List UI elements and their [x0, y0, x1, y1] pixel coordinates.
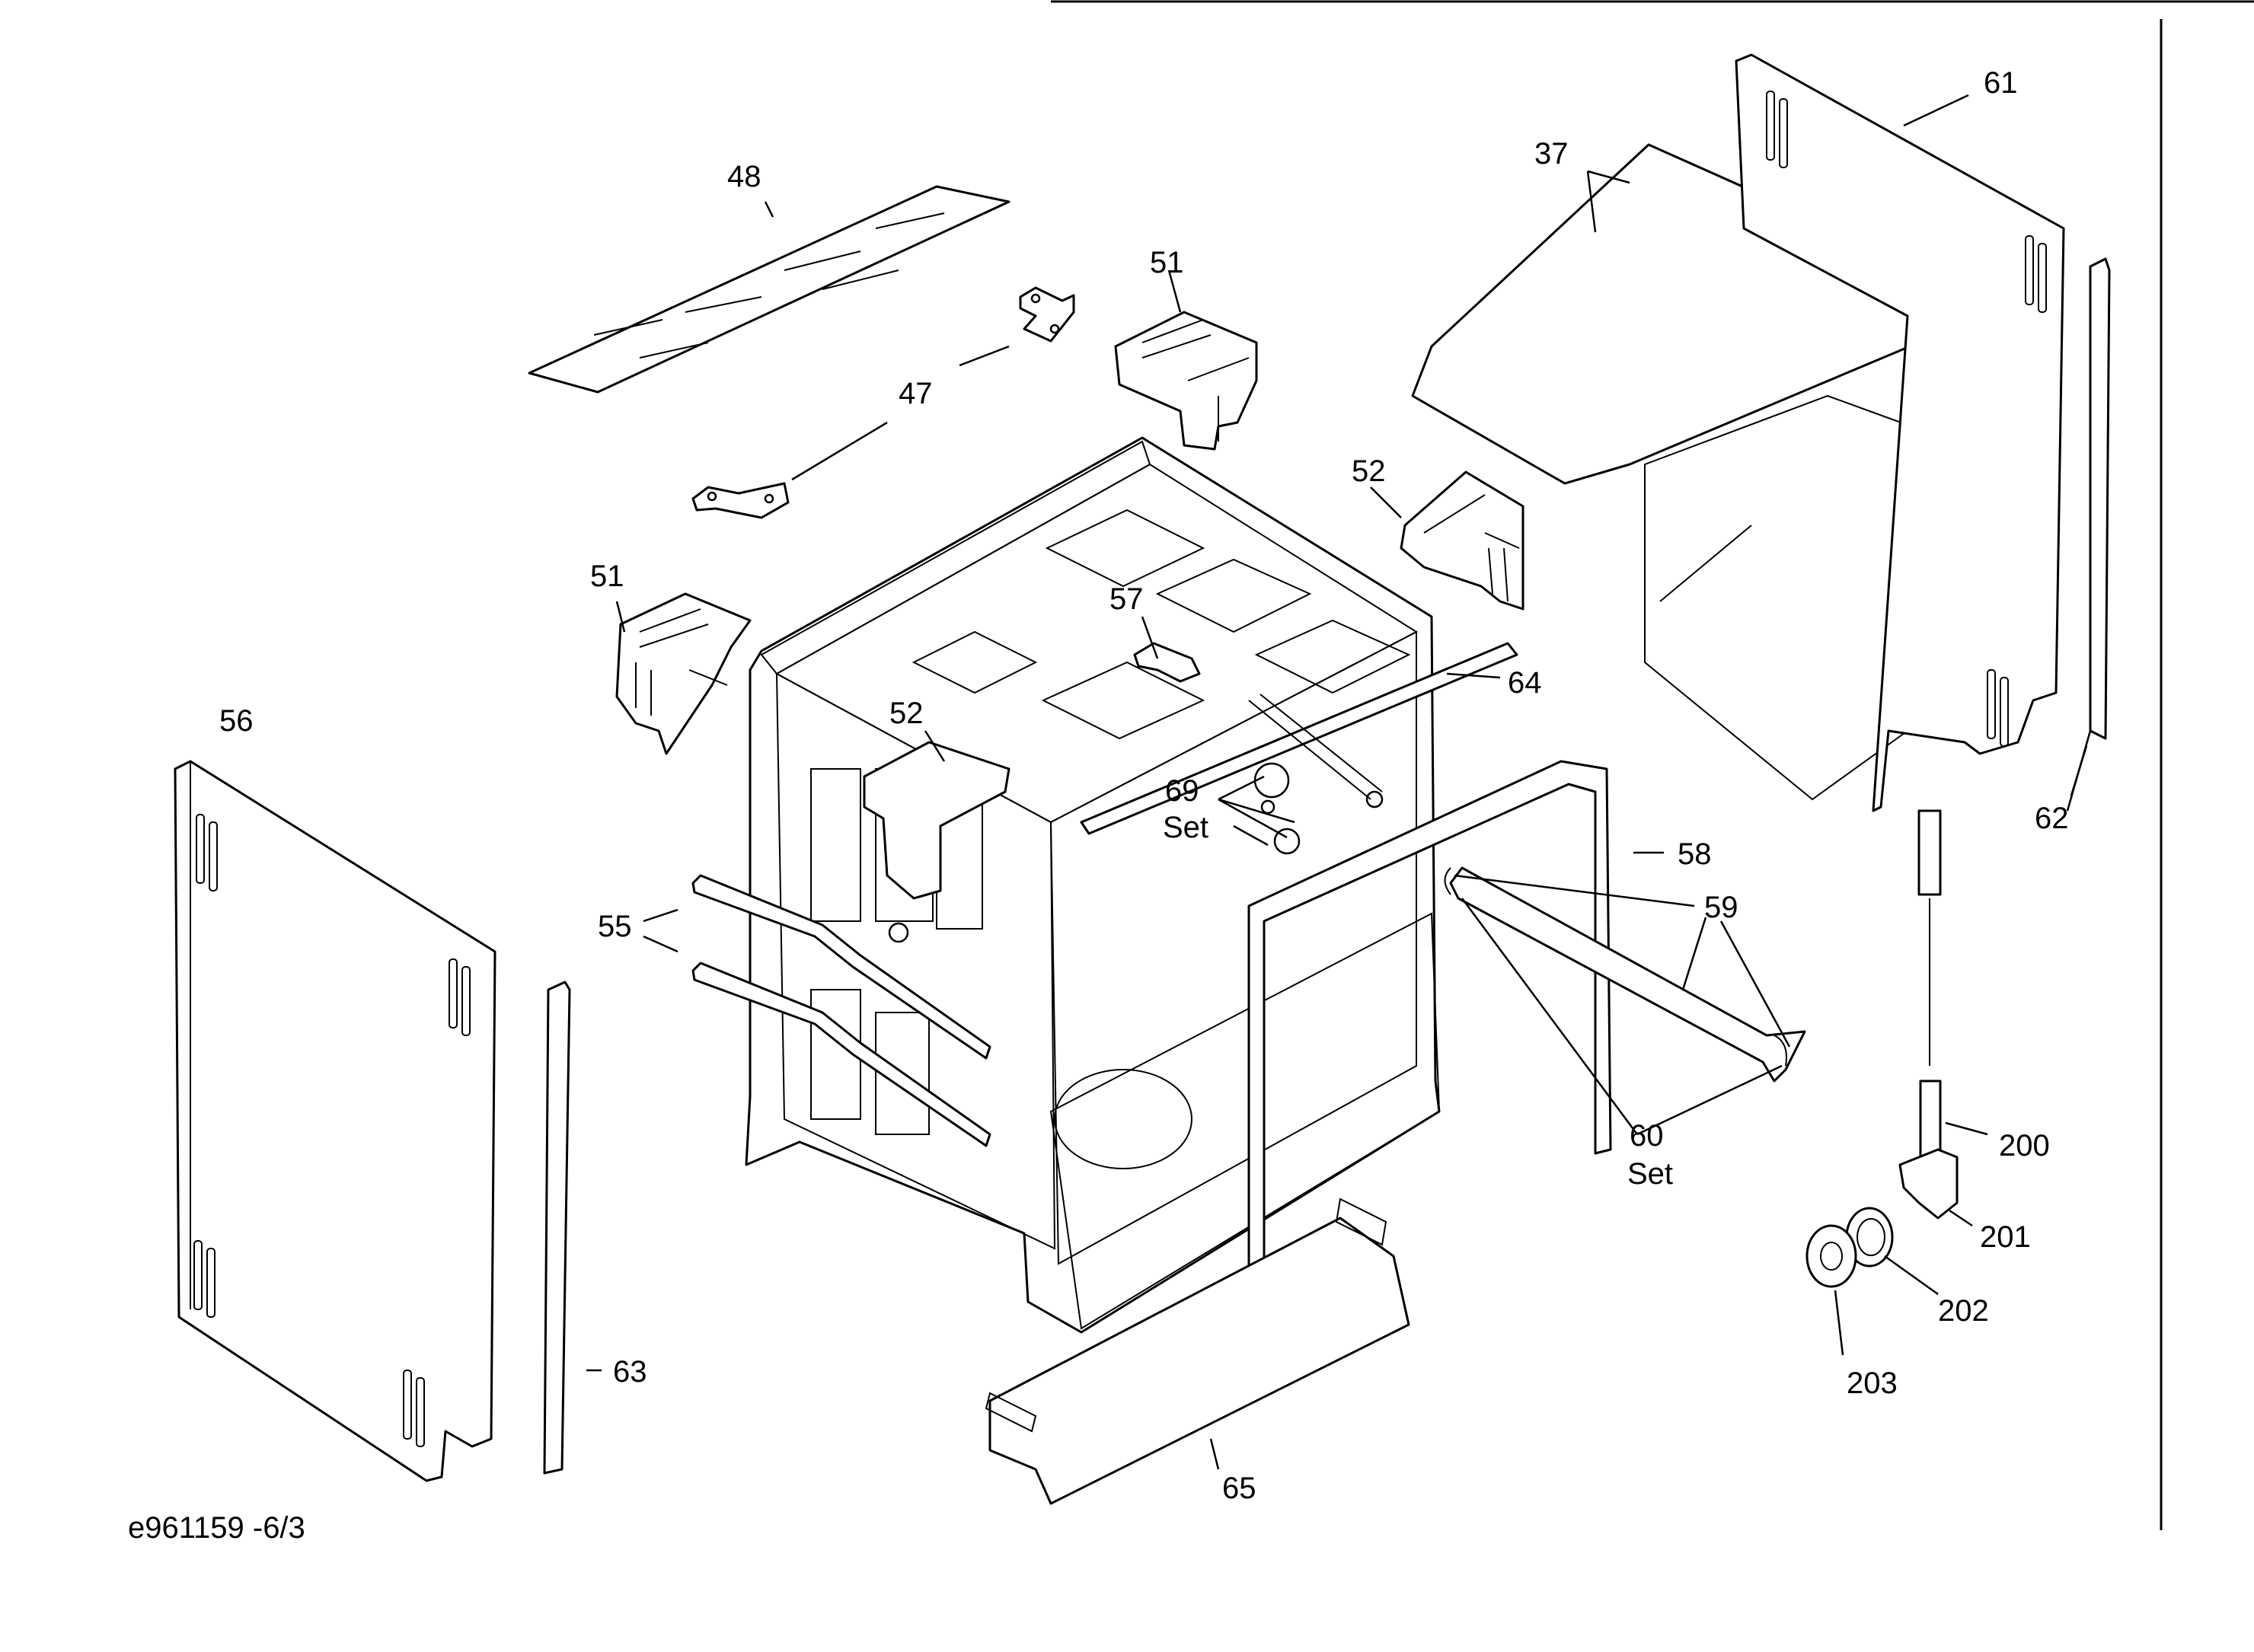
- callout-52-right: 52: [1352, 454, 1386, 488]
- part-47-lower-bracket: [691, 482, 790, 519]
- part-60-clip-set: [1444, 867, 1787, 1067]
- callout-51-top: 51: [1150, 246, 1184, 279]
- part-51-top-vent-cover: [1114, 311, 1258, 451]
- callout-62: 62: [2035, 802, 2069, 835]
- part-65-kick-plate: [985, 1198, 1410, 1505]
- part-64-rail: [1080, 642, 1518, 835]
- callout-69-set: Set: [1163, 811, 1208, 844]
- part-55-upper-runner: [691, 874, 991, 1060]
- callout-labels: 48 47 51 37 61 52 51 57 64 56 52 69 Set …: [219, 66, 2069, 1505]
- part-61-side-panel: [1735, 53, 2065, 812]
- part-48-film-sheet: [528, 185, 1010, 394]
- part-56-side-panel: [174, 760, 496, 1482]
- leader-lines: [586, 94, 2092, 1470]
- part-202-seal-ring: [1845, 1207, 1894, 1268]
- part-52-middle-cover: [863, 741, 1010, 943]
- part-51-left-vent-cover: [615, 592, 752, 755]
- callout-202: 202: [1938, 1294, 1989, 1328]
- callout-203: 203: [1847, 1367, 1898, 1400]
- part-57-clip: [1133, 642, 1201, 683]
- callout-56: 56: [219, 704, 254, 738]
- callout-48: 48: [727, 160, 761, 193]
- part-52-right-cover: [1400, 470, 1524, 611]
- callout-201: 201: [1980, 1220, 2031, 1254]
- part-200-hose: [1917, 809, 1942, 1159]
- part-62-trim-strip: [2089, 257, 2111, 740]
- callout-60: 60: [1630, 1119, 1664, 1153]
- callout-59: 59: [1704, 891, 1738, 924]
- diagram-code: e961159 -6/3: [128, 1511, 305, 1545]
- callout-69: 69: [1165, 774, 1199, 808]
- callout-65: 65: [1222, 1472, 1256, 1505]
- part-55-lower-runner: [691, 962, 991, 1147]
- callout-37: 37: [1534, 137, 1569, 171]
- callout-55: 55: [598, 910, 632, 943]
- dishwasher-tub-body: [745, 436, 1441, 1334]
- callout-52-mid: 52: [889, 697, 924, 730]
- part-203-cap: [1805, 1224, 1857, 1288]
- part-63-trim-strip: [543, 981, 571, 1475]
- callout-47: 47: [899, 377, 933, 410]
- callout-51-left: 51: [590, 560, 624, 593]
- callout-61: 61: [1984, 66, 2018, 100]
- callout-200: 200: [1999, 1129, 2050, 1162]
- callout-58: 58: [1678, 837, 1712, 871]
- callout-63: 63: [613, 1355, 647, 1389]
- callout-64: 64: [1508, 666, 1542, 700]
- part-59-rod: [1449, 866, 1806, 1083]
- callout-60-set: Set: [1627, 1157, 1673, 1191]
- part-47-upper-bracket: [1019, 286, 1075, 343]
- callout-57: 57: [1109, 582, 1144, 616]
- part-201-connector: [1898, 1148, 1959, 1220]
